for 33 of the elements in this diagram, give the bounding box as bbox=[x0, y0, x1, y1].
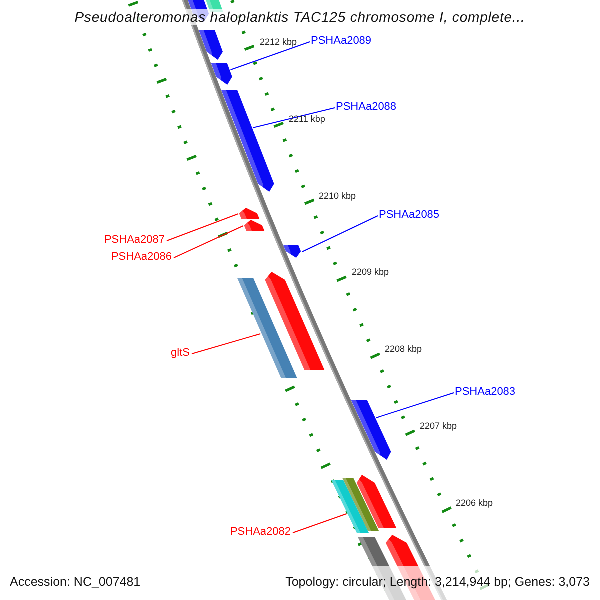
scale-label: 2206 kbp bbox=[456, 499, 494, 508]
gene-label: PSHAa2085 bbox=[379, 210, 440, 221]
scale-label: 2211 kbp bbox=[289, 115, 326, 124]
gene-block bbox=[351, 400, 392, 460]
gene-label: PSHAa2088 bbox=[336, 102, 397, 113]
leader-line bbox=[376, 392, 454, 418]
scale-label: 2209 kbp bbox=[352, 268, 390, 277]
gene-block bbox=[283, 245, 302, 258]
gene-label: PSHAa2086 bbox=[111, 252, 172, 263]
leader-line bbox=[174, 226, 244, 258]
leader-line bbox=[192, 334, 262, 354]
leader-line bbox=[166, 214, 240, 242]
scale-label: 2207 kbp bbox=[420, 422, 458, 431]
gene-label: gltS bbox=[171, 348, 190, 359]
leader-line bbox=[292, 514, 348, 534]
leader-line bbox=[230, 42, 310, 70]
gene-bar bbox=[237, 278, 298, 378]
gene-block bbox=[239, 208, 260, 219]
leader-line bbox=[302, 216, 378, 252]
scale-label: 2212 kbp bbox=[260, 38, 298, 47]
summary-text: Topology: circular; Length: 3,214,944 bp; Genes: 3,073 bbox=[286, 576, 590, 588]
gene-label: PSHAa2089 bbox=[311, 36, 372, 47]
gene-label: PSHAa2087 bbox=[104, 235, 165, 246]
leader-line bbox=[252, 108, 336, 128]
gene-label: PSHAa2083 bbox=[455, 387, 516, 398]
scale-label: 2208 kbp bbox=[385, 345, 422, 354]
gene-block bbox=[244, 220, 265, 231]
gene-bar bbox=[331, 480, 369, 533]
accession-text: Accession: NC_007481 bbox=[10, 576, 141, 588]
gene-label: PSHAa2082 bbox=[230, 527, 291, 538]
gene-block bbox=[211, 63, 232, 85]
scale-label: 2210 kbp bbox=[319, 192, 356, 201]
gene-block bbox=[221, 90, 274, 192]
